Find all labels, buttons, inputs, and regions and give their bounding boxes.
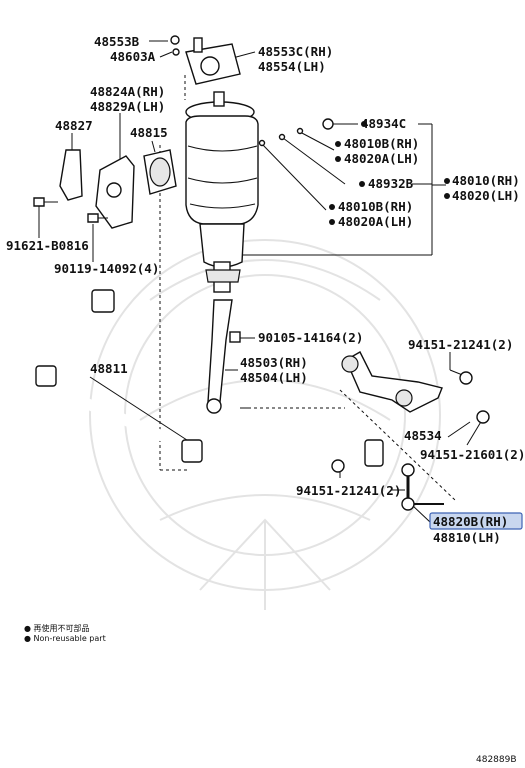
- control-arm: [331, 351, 490, 473]
- label-48815[interactable]: 48815: [130, 125, 168, 140]
- nonreusable-marker: [335, 141, 341, 147]
- diagram-id: 482889B: [476, 755, 517, 765]
- legend-line-english: ● Non-reusable part: [24, 634, 106, 643]
- label-48827[interactable]: 48827: [55, 118, 93, 133]
- label-48010B-a[interactable]: 48010B(RH): [344, 136, 419, 151]
- label-48824A[interactable]: 48824A(RH): [90, 84, 165, 99]
- air-spring-assembly: [185, 37, 259, 293]
- label-48010[interactable]: 48010(RH): [452, 173, 520, 188]
- watermark-emblem: [89, 239, 441, 610]
- damper-fork: [206, 299, 248, 414]
- label-48020A-a[interactable]: 48020A(LH): [344, 151, 419, 166]
- legend-line-japanese: ● 再使用不可部品: [24, 623, 90, 633]
- nonreusable-marker: [444, 178, 450, 184]
- label-94151-mid[interactable]: 94151-21601(2): [420, 447, 525, 462]
- label-48820B[interactable]: 48820B(RH): [433, 514, 508, 529]
- label-91621[interactable]: 91621-B0816: [6, 238, 89, 253]
- legend: ● 再使用不可部品 ● Non-reusable part: [24, 623, 106, 643]
- nonreusable-marker: [335, 156, 341, 162]
- label-48020A-b[interactable]: 48020A(LH): [338, 214, 413, 229]
- label-90105[interactable]: 90105-14164(2): [258, 330, 363, 345]
- label-48010B-b[interactable]: 48010B(RH): [338, 199, 413, 214]
- stabilizer-brackets: [33, 149, 177, 229]
- nonreusable-marker: [444, 193, 450, 199]
- leader-lines: [38, 40, 483, 523]
- label-48503[interactable]: 48503(RH): [240, 355, 308, 370]
- small-fasteners: [170, 35, 334, 147]
- stabilizer-link: [401, 463, 444, 511]
- label-48020[interactable]: 48020(LH): [452, 188, 520, 203]
- selected-part-highlight: [429, 512, 523, 530]
- label-94151-bottom[interactable]: 94151-21241(2): [296, 483, 401, 498]
- nonreusable-marker: [329, 204, 335, 210]
- label-48934C[interactable]: 48934C: [361, 116, 406, 131]
- label-90119[interactable]: 90119-14092(4): [54, 261, 159, 276]
- part-labels: 48553B 48603A 48553C(RH) 48554(LH) 48824…: [6, 34, 525, 545]
- nonreusable-marker: [329, 219, 335, 225]
- nonreusable-marker: [361, 121, 367, 127]
- label-48553B[interactable]: 48553B: [94, 34, 140, 49]
- dashed-guide-lines: [159, 75, 456, 501]
- label-48932B[interactable]: 48932B: [368, 176, 414, 191]
- label-48811[interactable]: 48811: [90, 361, 128, 376]
- label-48534[interactable]: 48534: [404, 428, 442, 443]
- label-48553C[interactable]: 48553C(RH): [258, 44, 333, 59]
- stabilizer-bar: [27, 285, 384, 469]
- label-94151-top[interactable]: 94151-21241(2): [408, 337, 513, 352]
- label-48603A[interactable]: 48603A: [110, 49, 156, 64]
- label-48829A[interactable]: 48829A(LH): [90, 99, 165, 114]
- nonreusable-marker: [359, 181, 365, 187]
- label-48810[interactable]: 48810(LH): [433, 530, 501, 545]
- label-48504[interactable]: 48504(LH): [240, 370, 308, 385]
- label-48554[interactable]: 48554(LH): [258, 59, 326, 74]
